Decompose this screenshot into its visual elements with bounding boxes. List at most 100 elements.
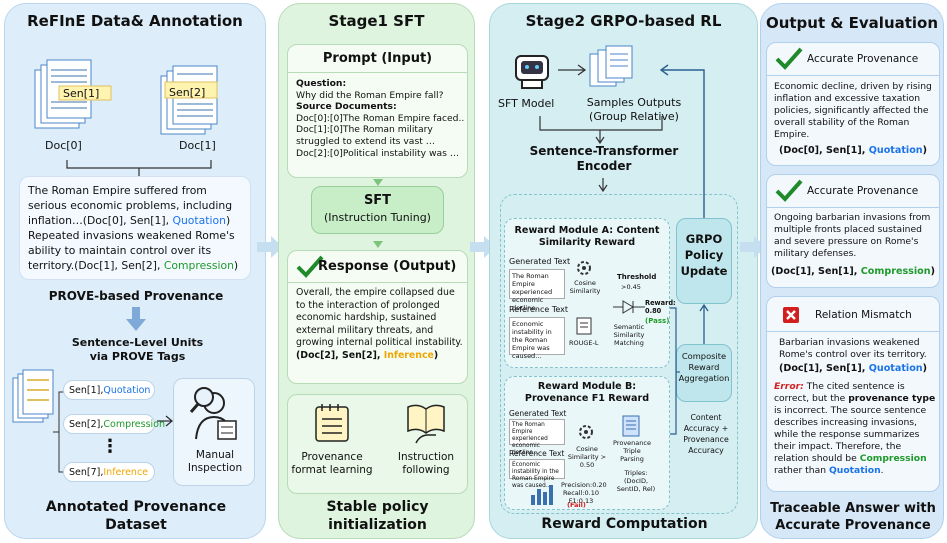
learn-format-label: Provenance format learning (291, 451, 373, 476)
gen-text-label: Generated Text (509, 257, 571, 266)
passage-text-1: The Roman Empire suffered from serious e… (28, 184, 233, 227)
threshold-label: Threshold (617, 273, 657, 281)
module-b-title: Reward Module B: Provenance F1 Reward (524, 381, 650, 404)
panel-footer: Reward Computation (541, 516, 708, 532)
paren: ) (922, 363, 928, 374)
result-status: Accurate Provenance (807, 185, 919, 197)
book-hand-icon (407, 404, 445, 444)
panel-title: ReFInE Data& Annotation (27, 12, 243, 30)
compression-tag: Compression (860, 266, 931, 277)
result-text: Barbarian invasions weakened Rome's cont… (779, 337, 927, 360)
unit-tag: Compression (103, 419, 166, 430)
cosine-label: Cosine Similarity (569, 279, 601, 295)
result-status: Relation Mismatch (815, 309, 912, 321)
samples-label: Samples Outputs (Group Relative) (586, 96, 682, 123)
divider (767, 75, 939, 76)
cosine-gear-icon (579, 425, 593, 439)
learn-instruction-label: Instruction following (397, 451, 455, 476)
parsing-label: Provenance Triple Parsing (613, 439, 651, 463)
right-arrow-icon (157, 415, 174, 427)
paren: ) (930, 266, 935, 277)
response-text: Overall, the empire collapsed due to the… (296, 287, 463, 349)
reward-area (500, 194, 738, 514)
parsing-doc-icon (622, 415, 640, 437)
error-explanation: Error: The cited sentence is correct, bu… (774, 381, 936, 477)
manual-label: Manual Inspection (187, 449, 243, 474)
doc0-sen-tag: Sen[1] (63, 87, 100, 100)
panel-data-annotation: ReFInE Data& Annotation Sen[1] Doc[0] Se… (4, 3, 266, 539)
divider (288, 282, 467, 283)
down-arrow-icon (373, 241, 383, 248)
divider (767, 207, 939, 208)
cosine-label: Cosine Similarity > 0.50 (567, 445, 607, 469)
source-doc: Doc[1]:[0]The Roman military struggled t… (296, 124, 435, 147)
checklist-icon (315, 404, 349, 442)
flow-arrow-icon (740, 236, 766, 258)
down-arrow-icon (126, 307, 146, 331)
error-label: Error: (774, 381, 804, 392)
rouge-doc-icon (576, 317, 592, 335)
ellipsis-dots: ⋮ (101, 436, 119, 457)
error-text: The cited sentence is correct, but the (774, 381, 905, 404)
reward-module-a: Reward Module A: Content Similarity Rewa… (504, 218, 676, 368)
triples-label: Triples: (DocID, SentID, Rel) (616, 469, 656, 493)
unit-tag: Inference (103, 467, 149, 478)
response-cite-sen: , Sen[2], (335, 349, 384, 361)
f1-metrics: Precision:0.20 Recall:0.10 F1:0.13 (561, 481, 607, 505)
unit-item: Sen[2],Compression (63, 414, 165, 434)
result-cite: (Doc[0], Sen[1], Quotation) (767, 145, 939, 156)
reward-a-value: Reward: 0.80 (645, 299, 676, 315)
aggregation-box: Composite Reward Aggregation (676, 344, 732, 402)
paren: ) (233, 259, 239, 272)
panel-title: Stage2 GRPO-based RL (525, 12, 722, 30)
question-text: Why did the Roman Empire fall? (296, 89, 444, 101)
compression-tag: Compression (163, 259, 234, 272)
document-stack-icon (160, 65, 218, 135)
gen-text-box: The Roman Empire experienced economic de… (509, 419, 565, 456)
inference-tag: Inference (383, 349, 434, 361)
panel-title: Stage1 SFT (328, 12, 425, 30)
semantic-label: Semantic Similarity Matching (613, 323, 645, 347)
paren: ) (922, 145, 928, 156)
cross-icon (783, 307, 799, 323)
quotation-tag: Quotation (172, 214, 226, 227)
sft-box: SFT (Instruction Tuning) (311, 186, 444, 234)
paren: ) (433, 349, 439, 361)
unit-sen: Sen[2], (69, 419, 104, 430)
prove-label: PROVE-based Provenance (48, 289, 224, 303)
manual-inspection-box: Manual Inspection (173, 378, 255, 486)
result-text: Ongoing barbarian invasions from multipl… (774, 212, 931, 259)
panel-title: Output & Evaluation (765, 14, 939, 32)
module-a-title: Reward Module A: Content Similarity Rewa… (514, 225, 660, 248)
annotated-passage: The Roman Empire suffered from serious e… (19, 176, 251, 280)
connector-arrow (539, 116, 663, 145)
question-label: Question: (296, 78, 347, 89)
sft-title: SFT (363, 193, 392, 208)
result-card: Accurate Provenance Economic decline, dr… (766, 42, 940, 166)
result-text: Economic decline, driven by rising infla… (774, 81, 932, 140)
checkmark-icon (296, 255, 324, 278)
result-card: Relation Mismatch Barbarian invasions we… (766, 296, 940, 492)
ref-text-label: Reference Text (509, 305, 569, 314)
divider (767, 331, 939, 332)
ref-text-label: Reference Text (509, 449, 565, 458)
result-cite: (Doc[1], Sen[1], Quotation) (767, 363, 939, 374)
checkmark-icon (775, 179, 803, 202)
response-content: Overall, the empire collapsed due to the… (296, 287, 466, 363)
doc1-sen-tag: Sen[2] (169, 86, 206, 99)
divider (288, 72, 467, 73)
result-card: Accurate Provenance Ongoing barbarian in… (766, 174, 940, 288)
cite-text: (Doc[1], Sen[1], (778, 363, 866, 374)
units-label: Sentence-Level Units via PROVE Tags (71, 336, 204, 363)
quotation-tag: Quotation (868, 145, 923, 156)
ref-text-box: Economic instability in the Roman Empire… (509, 317, 565, 360)
threshold-value: >0.45 (621, 283, 641, 291)
right-arrow-icon (558, 64, 587, 76)
panel-footer: Annotated Provenance Dataset (45, 499, 227, 533)
error-text: is incorrect. The source sentence descri… (774, 405, 927, 464)
doc1-label: Doc[1] (179, 139, 216, 152)
prompt-box: Prompt (Input) Question: Why did the Rom… (287, 44, 468, 178)
accuracy-label: Content Accuracy + Provenance Accuracy (683, 413, 729, 455)
unit-sen: Sen[1], (69, 385, 104, 396)
learning-box: Provenance format learning Instruction f… (287, 394, 468, 494)
